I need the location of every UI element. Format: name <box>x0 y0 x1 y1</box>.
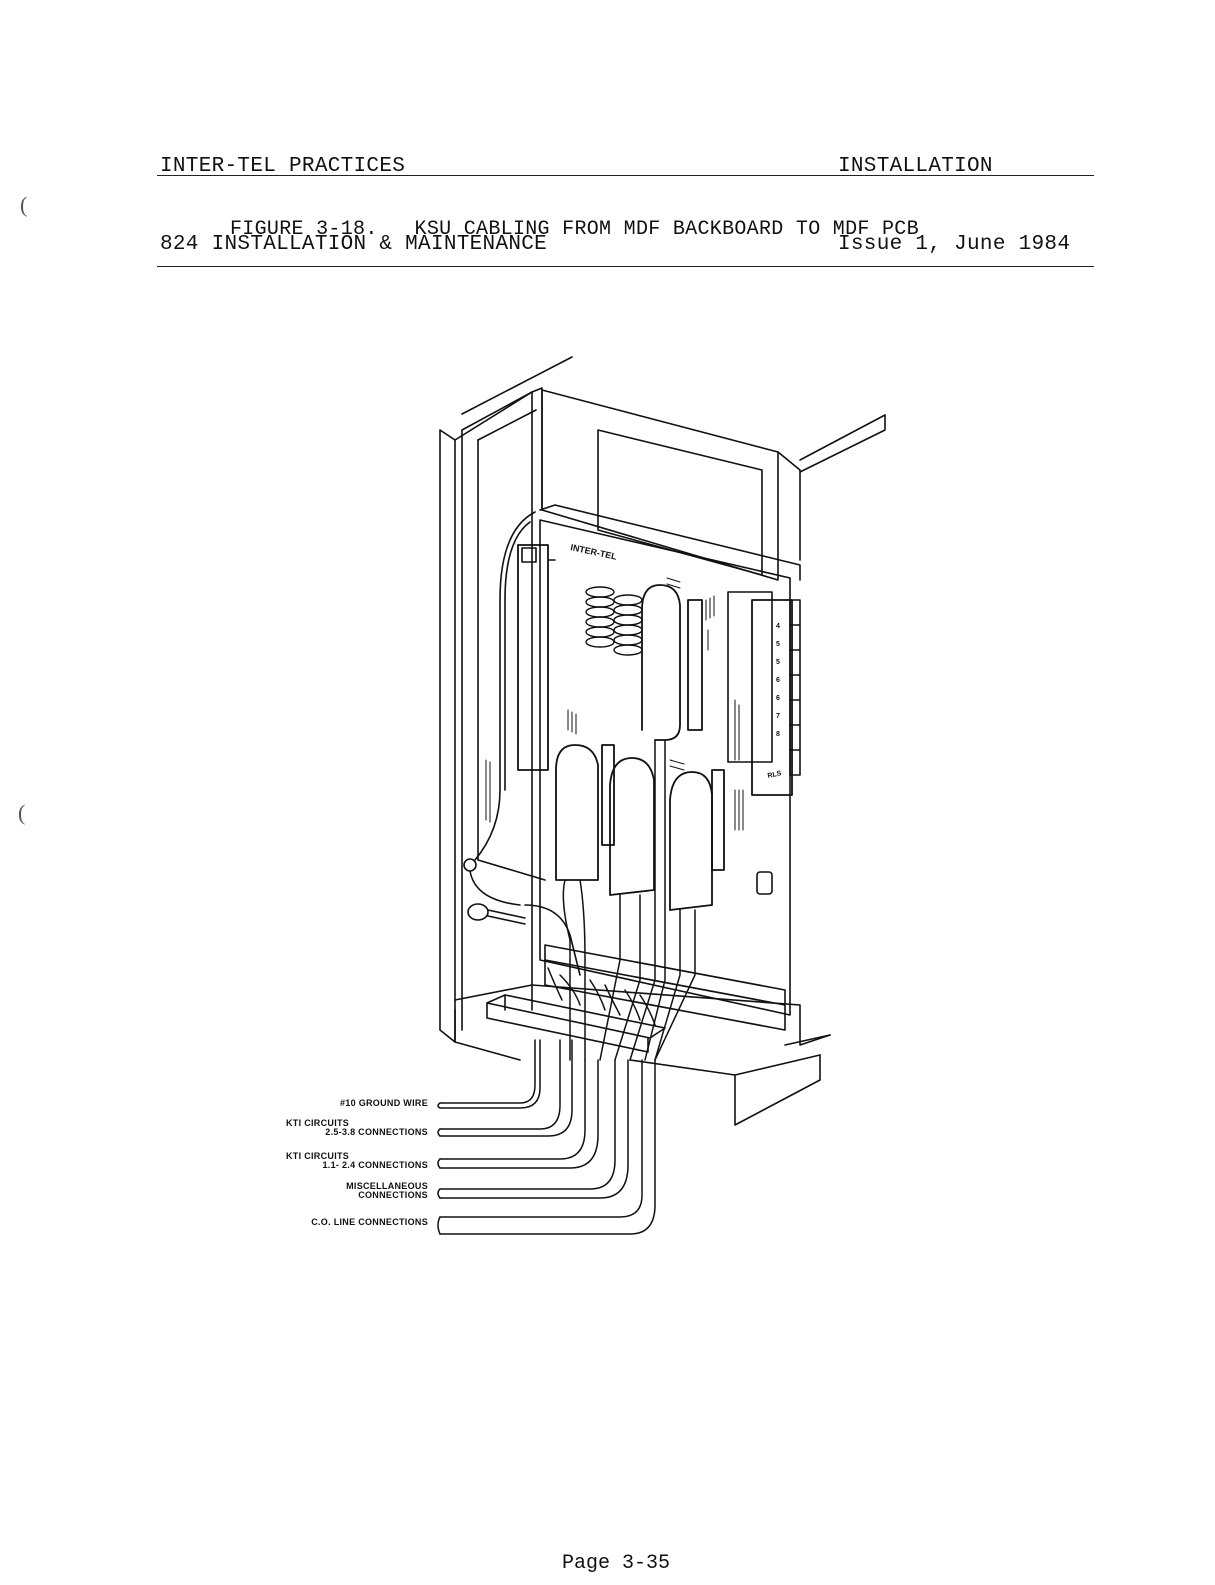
header-section: INSTALLATION <box>838 155 993 178</box>
header-left: INTER-TEL PRACTICES 824 INSTALLATION & M… <box>160 102 547 284</box>
slot-label: 7 <box>776 713 780 720</box>
header-right: INSTALLATION Issue 1, June 1984 <box>838 102 1070 284</box>
margin-mark: ( <box>18 800 26 825</box>
amphenol-connectors <box>555 584 725 911</box>
cable-label-kti-1-1-2-4: KTI CIRCUITS 1.1- 2.4 CONNECTIONS <box>286 1151 428 1170</box>
page-number: Page 3-35 <box>562 1552 671 1575</box>
cable-label-co-line: C.O. LINE CONNECTIONS <box>311 1217 428 1227</box>
figure-rule <box>157 266 1094 267</box>
ground-wire <box>463 511 581 976</box>
slot-label: 4 <box>776 623 780 630</box>
figure-title: FIGURE 3-18. KSU CABLING FROM MDF BACKBO… <box>230 218 919 241</box>
slot-label: 6 <box>776 677 780 684</box>
cable-label-miscellaneous: MISCELLANEOUS CONNECTIONS <box>346 1181 428 1200</box>
slot-labels: 4 5 5 6 6 7 8 RLS <box>767 623 782 780</box>
slot-label: 8 <box>776 731 780 738</box>
cabinet-frame <box>439 356 886 1126</box>
pcb-brand-label: INTER-TEL <box>570 542 619 562</box>
margin-mark: ( <box>20 192 28 217</box>
slot-label: 5 <box>776 641 780 648</box>
header-issue: Issue 1, June 1984 <box>838 233 1071 256</box>
slot-label: 5 <box>776 659 780 666</box>
top-rule <box>157 175 1094 176</box>
header-practices: INTER-TEL PRACTICES <box>160 155 406 178</box>
cable-label-ground-wire: #10 GROUND WIRE <box>339 1098 428 1108</box>
cable-exits <box>437 1039 656 1235</box>
cable-runs <box>547 739 696 1061</box>
header-manual-title: 824 INSTALLATION & MAINTENANCE <box>160 233 548 256</box>
slot-label: 6 <box>776 695 780 702</box>
cable-label-kti-2-5-3-8: KTI CIRCUITS 2.5-3.8 CONNECTIONS <box>286 1118 428 1137</box>
slot-label-rls: RLS <box>767 770 782 780</box>
